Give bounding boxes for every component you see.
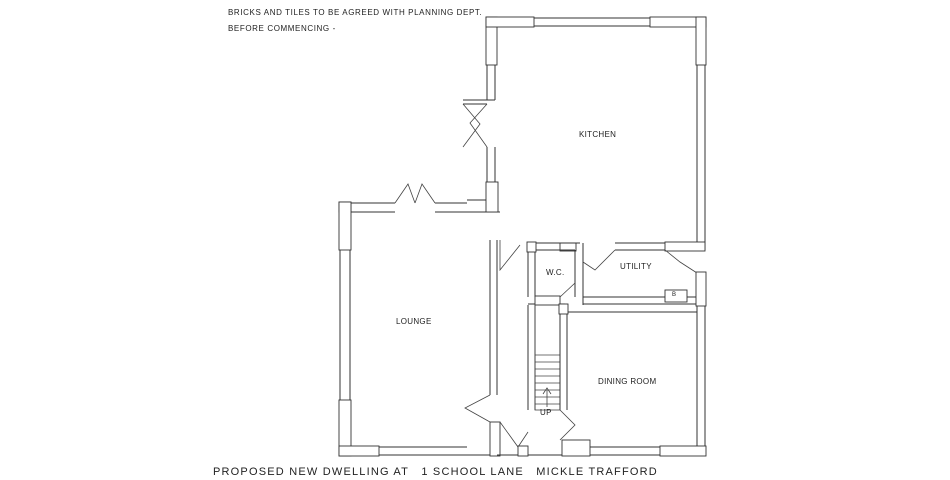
lounge-pier-br [489,421,501,457]
kitchen-label: KITCHEN [579,130,617,139]
utility-label: UTILITY [620,262,652,271]
boiler-label: B [672,292,677,298]
kitchen-folding-door [469,103,488,148]
wc-label: W.C. [546,268,565,277]
dining-room-label: DINING ROOM [598,377,657,386]
lounge-pier-tl2 [338,201,352,251]
caption-prefix: PROPOSED NEW DWELLING AT [213,466,410,478]
wc-pier-b [534,295,561,306]
dining-pier-br [659,445,707,457]
kitchen-pier-bl [485,181,499,213]
wc-door [559,282,576,298]
hall-kitchen-door [499,240,521,272]
utility-pier-r [695,271,707,307]
kitchen-pier-r [695,16,707,66]
front-door-pier [517,445,529,457]
front-door [499,421,529,448]
wc-pier-tl [526,241,537,253]
caption-address: 1 SCHOOL LANE [421,466,524,478]
dining-pier-bl [561,439,591,457]
lounge-walls [339,202,500,456]
caption-place: MICKLE TRAFFORD [536,466,658,478]
utility-walls [583,280,706,455]
utility-door-right [664,249,698,274]
planning-note-line-2: BEFORE COMMENCING - [228,24,336,33]
dining-door [559,409,576,441]
boiler-box [664,289,688,303]
stairs-up-label: UP [540,408,552,417]
dining-pier-tl [558,303,569,315]
plan-caption: PROPOSED NEW DWELLING AT 1 SCHOOL LANE M… [213,466,666,478]
lounge-french-doors [394,183,416,204]
hall-walls [497,242,584,456]
staircase [527,304,561,411]
kitchen-pier-tl-top [485,16,535,28]
lounge-label: LOUNGE [396,317,432,326]
lounge-hall-door [464,394,491,423]
lounge-pier-bl2 [338,445,380,457]
planning-note-line-1: BRICKS AND TILES TO BE AGREED WITH PLANN… [228,8,483,17]
utility-door-left [582,249,616,271]
kitchen-pier-br [664,241,706,252]
